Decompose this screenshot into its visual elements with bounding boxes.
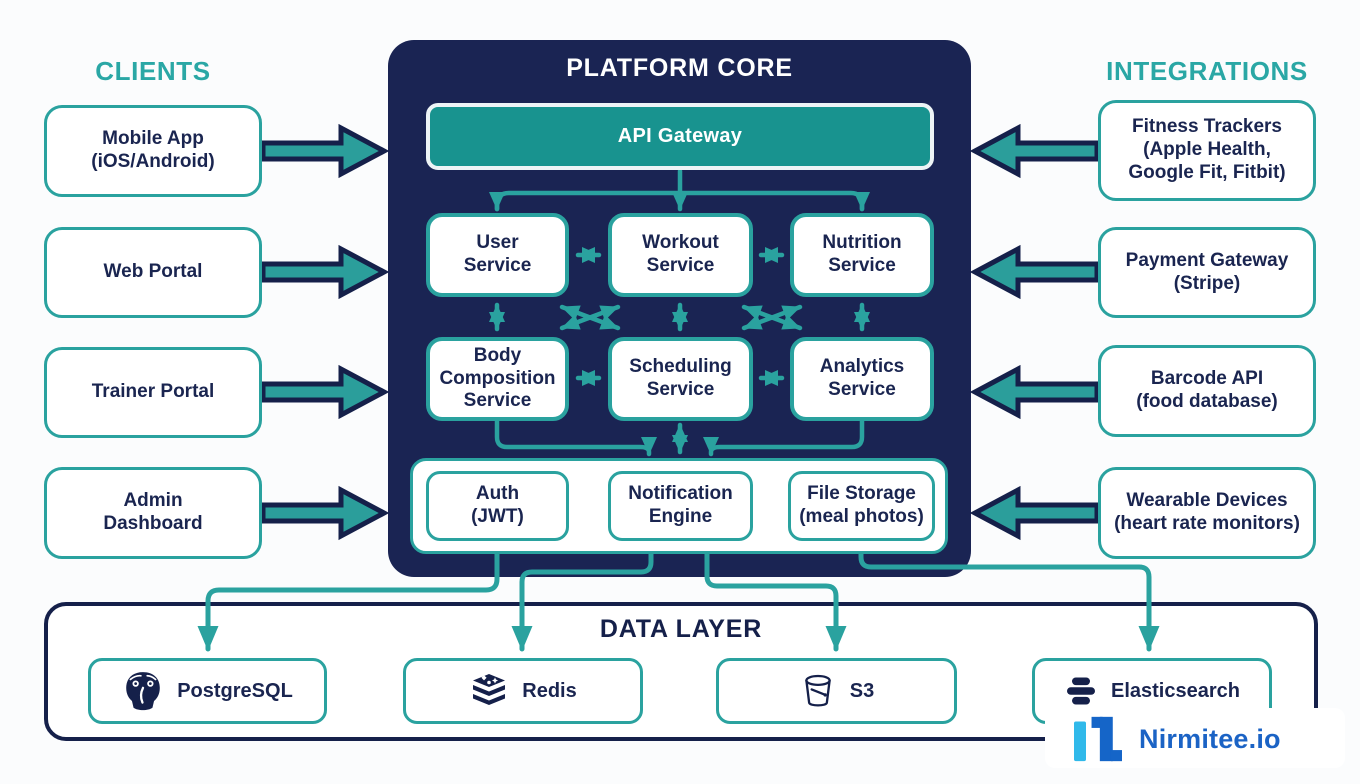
platform-core-title: PLATFORM CORE xyxy=(566,54,793,82)
elasticsearch-icon xyxy=(1064,674,1098,708)
client-node-mobile-app: Mobile App (iOS/Android) xyxy=(44,105,262,197)
infra-node-auth: Auth (JWT) xyxy=(426,471,569,541)
redis-icon xyxy=(469,673,509,709)
datastore-label: PostgreSQL xyxy=(177,680,293,702)
s3-icon xyxy=(799,672,837,710)
client-node-admin-dashboard: Admin Dashboard xyxy=(44,467,262,559)
integrations-header: INTEGRATIONS xyxy=(1106,56,1308,86)
datastore-node-redis: Redis xyxy=(403,658,643,724)
client-node-web-portal: Web Portal xyxy=(44,227,262,318)
integration-node-barcode-api: Barcode API (food database) xyxy=(1098,345,1316,437)
datastore-node-postgresql: PostgreSQL xyxy=(88,658,327,724)
clients-header: CLIENTS xyxy=(95,56,211,86)
infra-node-notification-engine: Notification Engine xyxy=(608,471,753,541)
client-to-core-arrows xyxy=(260,123,390,541)
arrow-webportal-to-core xyxy=(260,244,390,300)
arrow-wearable-to-core xyxy=(969,485,1100,541)
service-node-nutrition: Nutrition Service xyxy=(790,213,934,297)
arrow-trainer-to-core xyxy=(260,364,390,420)
arrow-barcode-to-core xyxy=(969,364,1100,420)
nirmitee-logo-icon xyxy=(1072,715,1124,763)
nirmitee-logo: Nirmitee.io xyxy=(1072,714,1281,764)
nirmitee-logo-text: Nirmitee.io xyxy=(1139,723,1281,754)
datastore-label: Elasticsearch xyxy=(1111,680,1240,702)
datastore-node-s3: S3 xyxy=(716,658,957,724)
service-node-analytics: Analytics Service xyxy=(790,337,934,421)
integration-node-payment-gateway: Payment Gateway (Stripe) xyxy=(1098,227,1316,318)
service-node-workout: Workout Service xyxy=(608,213,753,297)
service-node-body-composition: Body Composition Service xyxy=(426,337,569,421)
infra-node-file-storage: File Storage (meal photos) xyxy=(788,471,935,541)
datastore-label: S3 xyxy=(849,680,875,702)
integration-node-fitness-trackers: Fitness Trackers (Apple Health, Google F… xyxy=(1098,100,1316,201)
service-node-scheduling: Scheduling Service xyxy=(608,337,753,421)
arrow-payment-to-core xyxy=(969,244,1100,300)
arrow-admin-to-core xyxy=(260,485,390,541)
api-gateway-node: API Gateway xyxy=(426,103,934,170)
integration-node-wearable-devices: Wearable Devices (heart rate monitors) xyxy=(1098,467,1316,559)
integration-to-core-arrows xyxy=(969,123,1100,541)
client-node-trainer-portal: Trainer Portal xyxy=(44,347,262,438)
arrow-mobile-to-core xyxy=(260,123,390,179)
data-layer-title: DATA LAYER xyxy=(599,615,763,643)
datastore-label: Redis xyxy=(522,680,577,702)
arrow-fitness-to-core xyxy=(969,123,1100,179)
service-node-user: User Service xyxy=(426,213,569,297)
postgresql-icon xyxy=(122,669,164,713)
